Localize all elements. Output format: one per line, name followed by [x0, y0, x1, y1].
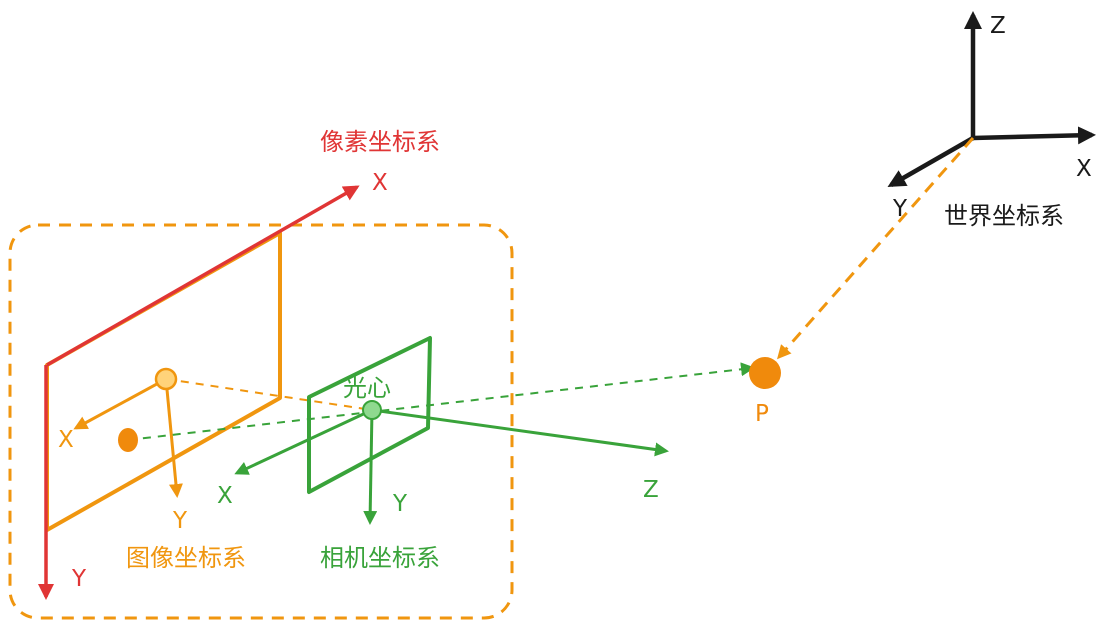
world-to-point-dashed [777, 137, 975, 360]
image-center-point [154, 367, 178, 391]
projected-image-point [118, 428, 138, 452]
optical-center-point [362, 400, 382, 420]
pixel-x-label: X [372, 170, 388, 196]
camera-x-label: X [217, 483, 233, 509]
pixel-y-label: Y [71, 566, 87, 592]
world-x-label: X [1076, 156, 1092, 182]
world-y-axis [887, 136, 975, 187]
world-system-title: 世界坐标系 [944, 202, 1064, 230]
world-x-axis [972, 126, 1096, 145]
projection-ray-dashed [127, 362, 755, 441]
point-p-label: P [755, 401, 769, 427]
image-x-axis [73, 377, 167, 430]
world-y-label: Y [892, 196, 908, 222]
principal-axis-dashed [165, 378, 373, 411]
pixel-system-title: 像素坐标系 [320, 128, 440, 156]
camera-plane [307, 336, 432, 494]
optical-center-label: 光心 [343, 374, 391, 402]
image-system-title: 图像坐标系 [126, 544, 246, 572]
pixel-x-axis [46, 185, 360, 367]
image-y-label: Y [172, 508, 188, 534]
camera-y-axis [363, 409, 378, 525]
camera-system-title: 相机坐标系 [320, 544, 440, 572]
camera-z-axis [371, 408, 669, 457]
camera-z-label: Z [643, 477, 659, 503]
image-x-label: X [58, 427, 74, 453]
image-y-axis [164, 378, 183, 498]
camera-y-label: Y [392, 491, 408, 517]
point-p [749, 357, 781, 389]
camera-x-axis [234, 408, 373, 475]
camera-enclosure-dashed-box [8, 223, 514, 620]
world-z-label: Z [990, 13, 1006, 39]
